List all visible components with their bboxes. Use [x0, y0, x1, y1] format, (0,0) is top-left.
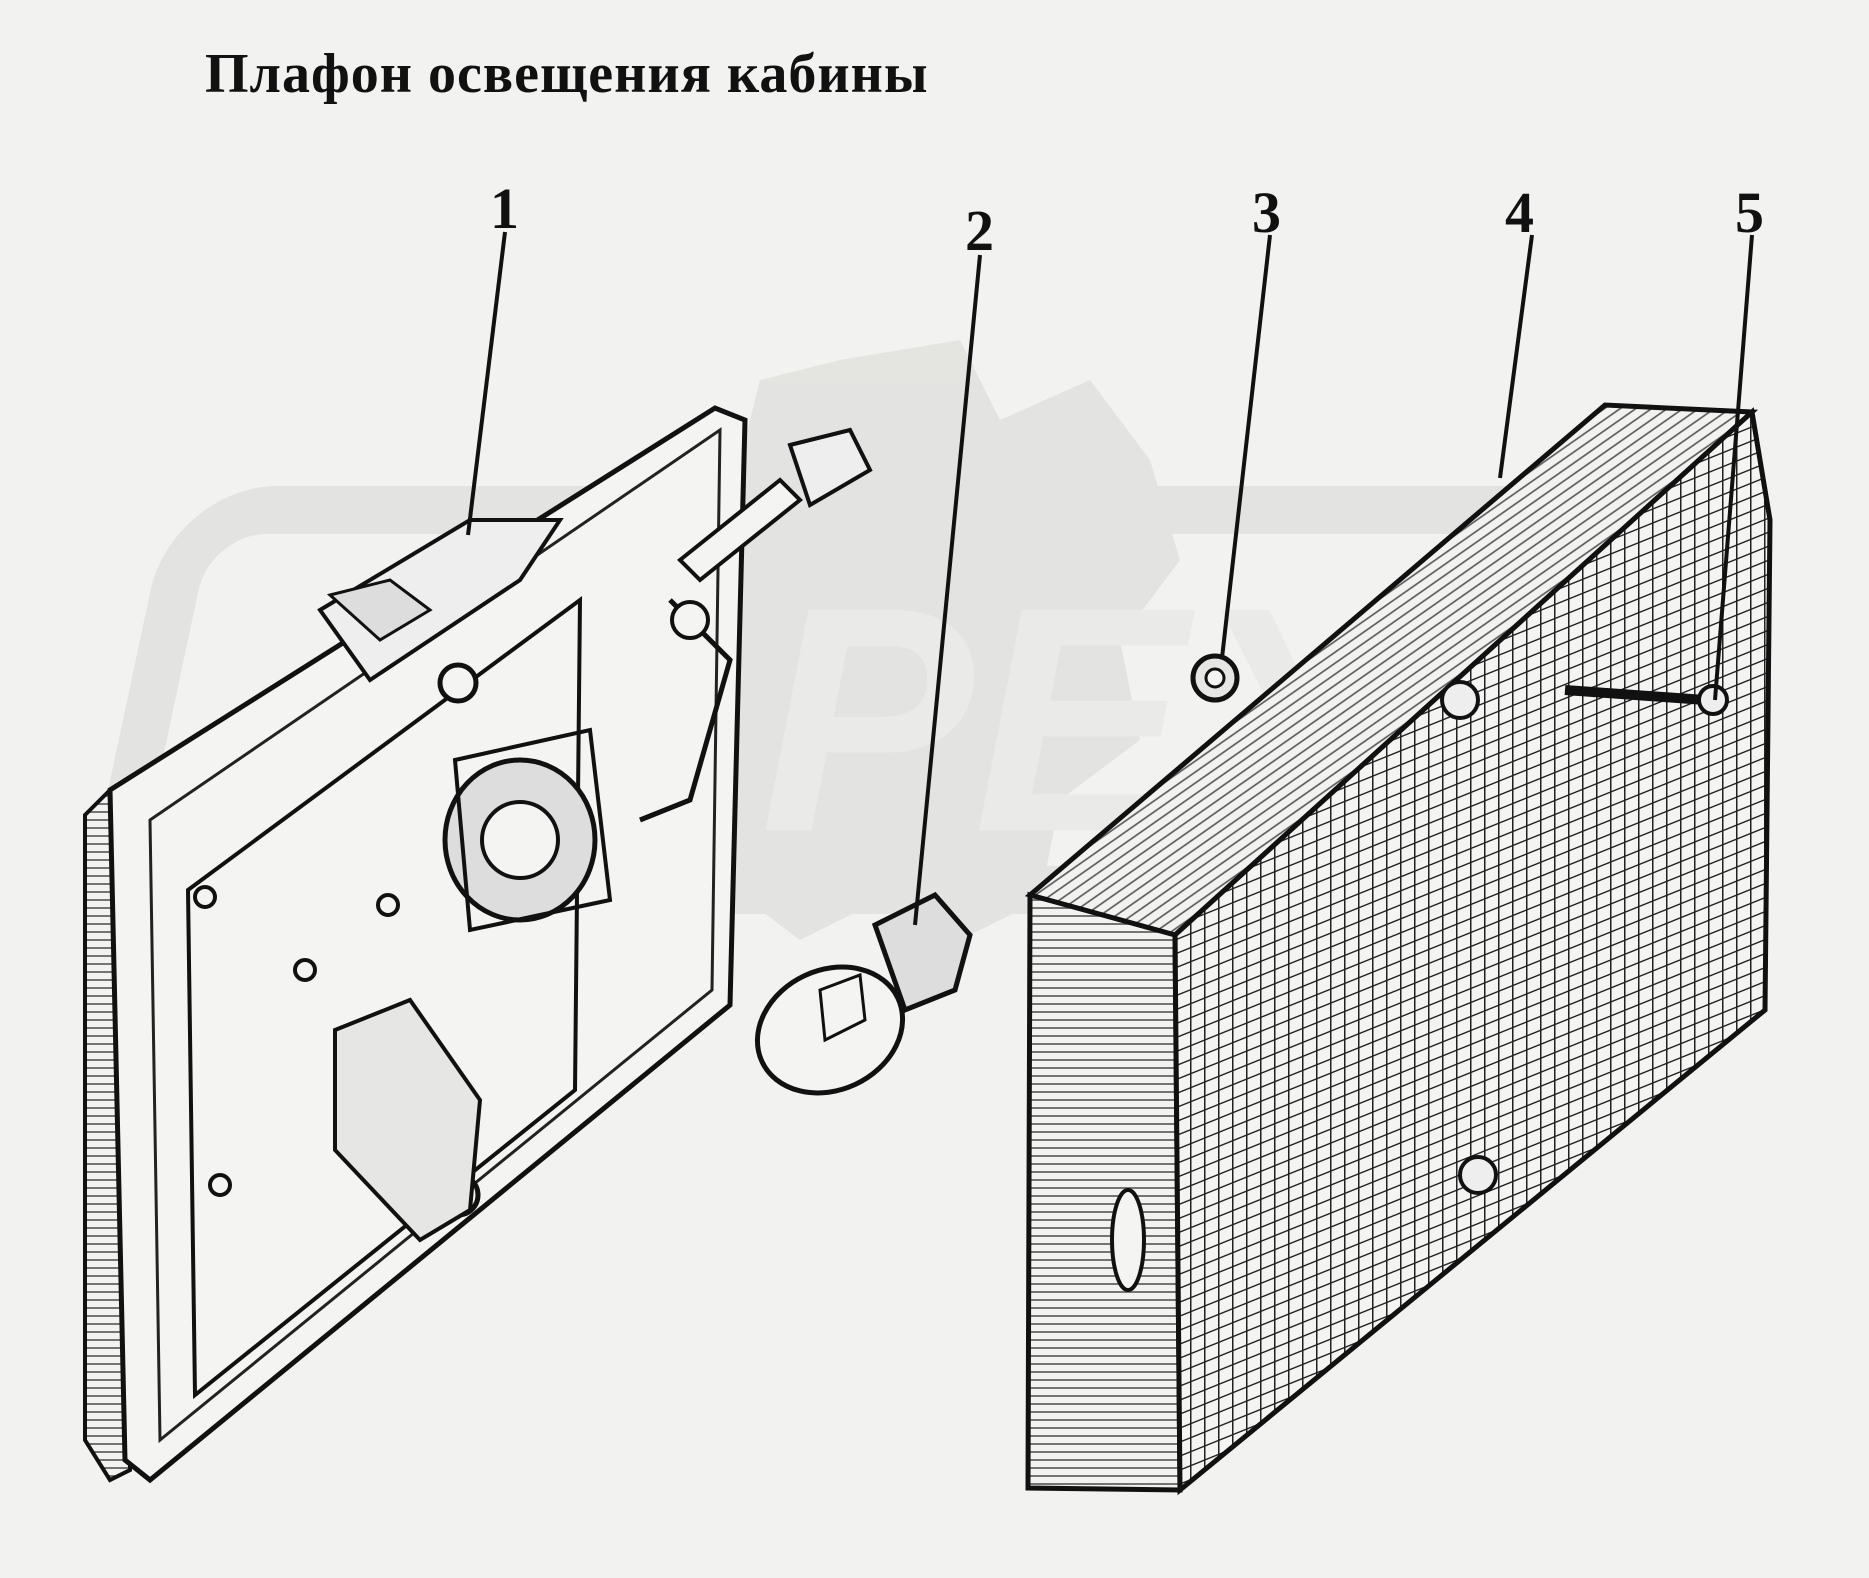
nut-part: [1190, 653, 1240, 703]
screw-part: [1564, 684, 1729, 716]
callout-2: 2: [965, 198, 994, 263]
leader-line-4: [1498, 234, 1534, 479]
leader-line-1: [466, 231, 507, 536]
callout-5: 5: [1735, 180, 1764, 245]
bulb-part: [754, 891, 973, 1096]
callout-3: 3: [1252, 180, 1281, 245]
diagram-title: Плафон освещения кабины: [205, 43, 929, 105]
leader-line-3: [1220, 234, 1272, 659]
leader-lines: [466, 231, 1754, 926]
callout-1: 1: [490, 176, 519, 241]
callout-4: 4: [1505, 180, 1534, 245]
housing-part: [83, 405, 873, 1484]
leader-line-2: [913, 254, 982, 926]
diffuser-part: [1024, 402, 1773, 1496]
leader-line-5: [1713, 234, 1754, 701]
